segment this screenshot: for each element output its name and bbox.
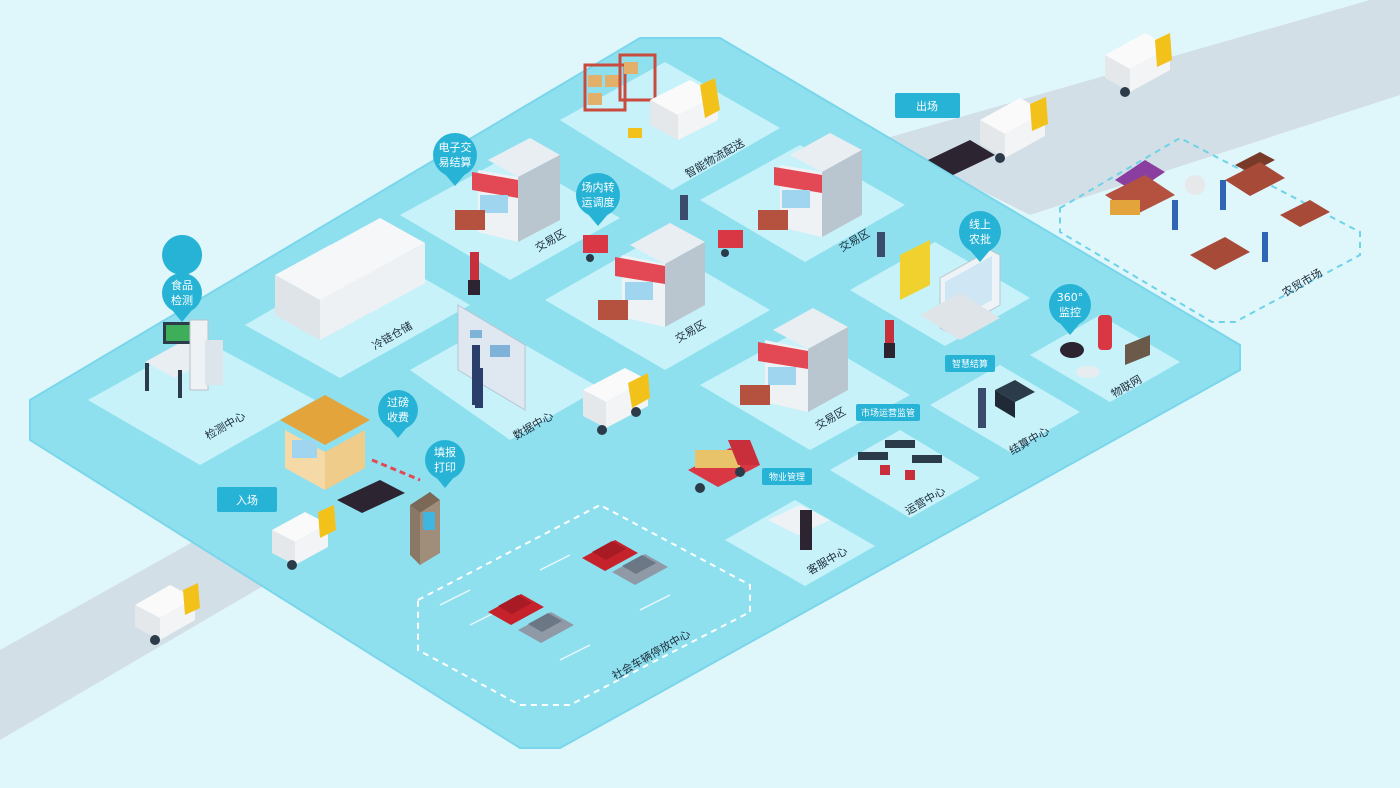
pin-report-line1: 填报 [434, 445, 456, 459]
pin-report[interactable]: 填报 打印 [425, 440, 465, 488]
online-laptop-illustration [900, 240, 1001, 340]
truck-road-right [1105, 33, 1172, 97]
smart-settle-label: 智慧结算 [952, 358, 988, 370]
zone-label-farmers-market: 农贸市场 [1280, 265, 1325, 299]
exit-gate-tag[interactable]: 出场 [895, 93, 960, 118]
entry-gate-tag[interactable]: 入场 [217, 487, 277, 512]
kiosk-illustration [410, 492, 440, 565]
market-ops-label: 市场运营监管 [861, 407, 915, 419]
pin-e-trade[interactable]: 电子交 易结算 [433, 133, 477, 186]
pin-weigh[interactable]: 过磅 收费 [378, 390, 418, 438]
parking-area [417, 503, 751, 706]
pin-monitor-line1: 360° [1057, 291, 1084, 304]
tile-iot [1030, 315, 1180, 402]
pin-online-line1: 线上 [969, 217, 991, 231]
pin-monitor[interactable]: 360° 监控 [1049, 284, 1091, 335]
pin-weigh-line1: 过磅 [387, 395, 409, 409]
road-upper [880, 0, 1400, 215]
entry-barrier [337, 480, 405, 513]
pin-online-line2: 农批 [969, 232, 991, 246]
pin-online[interactable]: 线上 农批 [959, 211, 1001, 262]
pin-food-test[interactable]: 食品 检测 [162, 235, 203, 322]
shop-trade-4 [740, 308, 848, 412]
exit-gate-label: 出场 [916, 99, 938, 113]
flatbed-truck [688, 440, 760, 493]
exit-barrier [928, 140, 995, 175]
operations-illustration [858, 440, 942, 480]
iot-illustration [1060, 315, 1150, 378]
pin-transfer-line1: 场内转 [582, 180, 615, 194]
cold-storage-illustration [275, 218, 425, 340]
transfer-tricycles [583, 230, 743, 262]
truck-road-left [135, 583, 200, 645]
property-label: 物业管理 [769, 471, 805, 483]
weigh-station-illustration [280, 395, 421, 490]
logistics-illustration [583, 53, 720, 140]
pin-transfer[interactable]: 场内转 运调度 [576, 173, 620, 226]
customer-service-illustration [768, 505, 830, 550]
truck-entry [272, 505, 336, 570]
people [468, 195, 895, 408]
pin-food-test-line1: 食品 [171, 278, 193, 292]
pin-e-trade-line2: 易结算 [439, 155, 472, 169]
pin-food-test-line2: 检测 [171, 293, 193, 307]
tile-inspection [88, 338, 315, 465]
farmers-market-illustration [1105, 152, 1330, 270]
shop-trade-1 [455, 138, 560, 242]
market-ops-tag[interactable]: 市场运营监管 [856, 404, 920, 421]
settlement-illustration [978, 380, 1035, 428]
truck-mid [583, 368, 650, 435]
parked-cars [488, 540, 668, 643]
property-tag[interactable]: 物业管理 [762, 468, 812, 485]
entry-gate-label: 入场 [236, 493, 258, 507]
inspection-lab-illustration [145, 319, 223, 398]
truck-exit [980, 97, 1048, 163]
shop-trade-3 [598, 223, 705, 327]
pin-weigh-line2: 收费 [387, 410, 409, 424]
smart-settle-tag[interactable]: 智慧结算 [945, 355, 995, 372]
pin-monitor-line2: 监控 [1059, 305, 1081, 319]
pin-e-trade-line1: 电子交 [439, 140, 472, 154]
shop-trade-2 [758, 133, 862, 237]
pin-report-line2: 打印 [434, 460, 456, 474]
pin-transfer-line2: 运调度 [582, 195, 615, 209]
